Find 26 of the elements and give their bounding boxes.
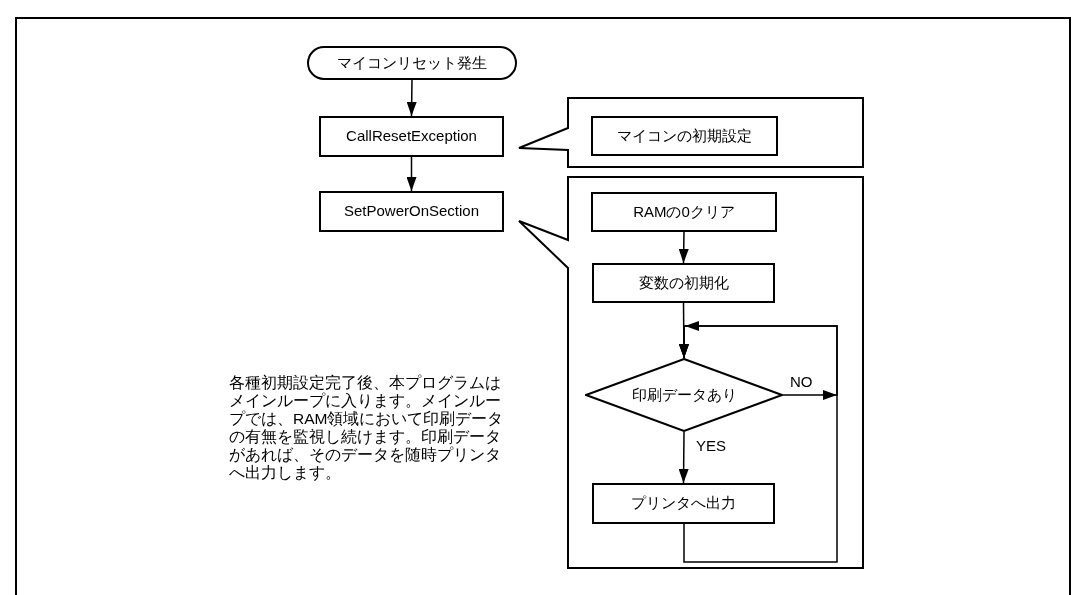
process-box xyxy=(592,483,775,524)
node-label: 変数の初期化 xyxy=(638,273,729,293)
node-label: マイコンリセット発生 xyxy=(337,53,487,73)
arrow xyxy=(679,321,838,563)
arrow xyxy=(678,231,689,264)
edge-label: NO xyxy=(788,374,815,389)
arrow xyxy=(678,431,689,484)
callout-balloon xyxy=(517,97,865,168)
node-label: RAMの0クリア xyxy=(633,202,735,222)
node-label: マイコンの初期設定 xyxy=(617,126,752,146)
edge-label: YES xyxy=(694,438,728,453)
node-label: プリンタへ出力 xyxy=(631,494,736,513)
decision-diamond xyxy=(585,358,783,432)
process-box xyxy=(592,263,775,303)
node-label: 印刷データあり xyxy=(631,385,737,405)
node-label: CallResetException xyxy=(346,127,477,146)
arrow xyxy=(406,79,417,117)
process-box xyxy=(591,116,778,156)
arrow xyxy=(406,156,417,192)
callout-balloon xyxy=(517,176,865,569)
process-box xyxy=(319,116,504,157)
process-box xyxy=(319,191,504,232)
start-terminal xyxy=(307,46,517,80)
process-box xyxy=(591,192,777,232)
node-label: SetPowerOnSection xyxy=(343,202,480,221)
note-paragraph: 各種初期設定完了後、本プログラムはメインループに入ります。メインループでは、RAM領域において印刷データの有無を監視し続けます。印刷データがあれば、そのデータを随時プリンタへ出力します。 xyxy=(229,374,505,482)
